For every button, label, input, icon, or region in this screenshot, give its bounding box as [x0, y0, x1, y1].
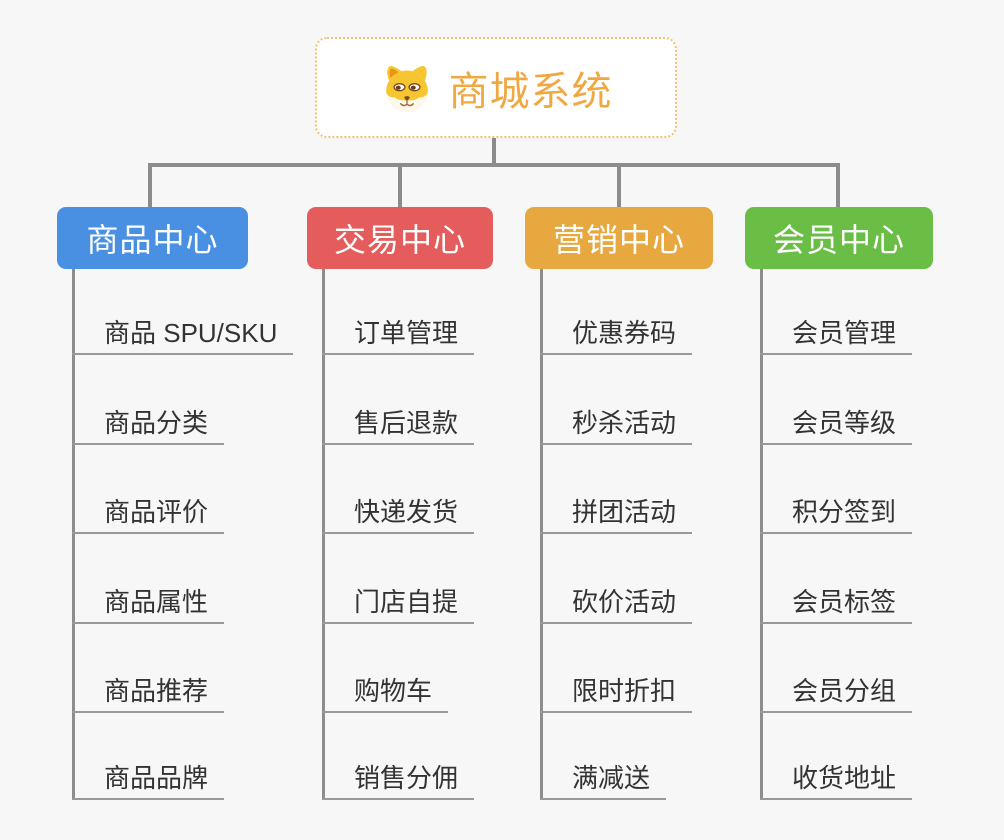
dog-face-icon	[385, 65, 428, 112]
topic-item[interactable]: 满减送	[540, 758, 667, 800]
topic-item[interactable]: 商品推荐	[72, 671, 225, 713]
topic-item[interactable]: 订单管理	[322, 313, 475, 355]
topic-item[interactable]: 会员等级	[760, 403, 913, 445]
connector-drop-1	[148, 163, 152, 209]
topic-item[interactable]: 会员管理	[760, 313, 913, 355]
topic-item[interactable]: 限时折扣	[540, 671, 693, 713]
connector-root-drop	[492, 138, 496, 165]
topic-item[interactable]: 拼团活动	[540, 492, 693, 534]
branch-header-member-center[interactable]: 会员中心	[745, 207, 933, 269]
branch-trunk-line-2	[322, 269, 325, 799]
topic-item[interactable]: 秒杀活动	[540, 403, 693, 445]
branch-header-marketing-center[interactable]: 营销中心	[525, 207, 713, 269]
topic-item[interactable]: 积分签到	[760, 492, 913, 534]
topic-item[interactable]: 优惠券码	[540, 313, 693, 355]
connector-drop-4	[836, 163, 840, 209]
connector-drop-3	[617, 163, 621, 209]
topic-item[interactable]: 销售分佣	[322, 758, 475, 800]
topic-item[interactable]: 商品属性	[72, 582, 225, 624]
topic-item[interactable]: 商品分类	[72, 403, 225, 445]
topic-item[interactable]: 收货地址	[760, 758, 913, 800]
topic-item[interactable]: 砍价活动	[540, 582, 693, 624]
topic-item[interactable]: 快递发货	[322, 492, 475, 534]
connector-bus	[148, 163, 840, 167]
branch-trunk-line-1	[72, 269, 75, 799]
topic-item[interactable]: 门店自提	[322, 582, 475, 624]
connector-drop-2	[398, 163, 402, 209]
branch-trunk-line-3	[540, 269, 543, 799]
topic-item[interactable]: 售后退款	[322, 403, 475, 445]
branch-trunk-line-4	[760, 269, 763, 799]
root-title: 商城系统	[448, 69, 613, 114]
topic-item[interactable]: 会员标签	[760, 582, 913, 624]
topic-item[interactable]: 商品评价	[72, 492, 225, 534]
branch-header-trade-center[interactable]: 交易中心	[307, 207, 493, 269]
topic-item[interactable]: 会员分组	[760, 671, 913, 713]
topic-item[interactable]: 购物车	[322, 671, 449, 713]
topic-item[interactable]: 商品 SPU/SKU	[72, 313, 294, 355]
branch-header-product-center[interactable]: 商品中心	[57, 207, 248, 269]
topic-item[interactable]: 商品品牌	[72, 758, 225, 800]
root-node[interactable]: 商城系统	[315, 37, 677, 138]
